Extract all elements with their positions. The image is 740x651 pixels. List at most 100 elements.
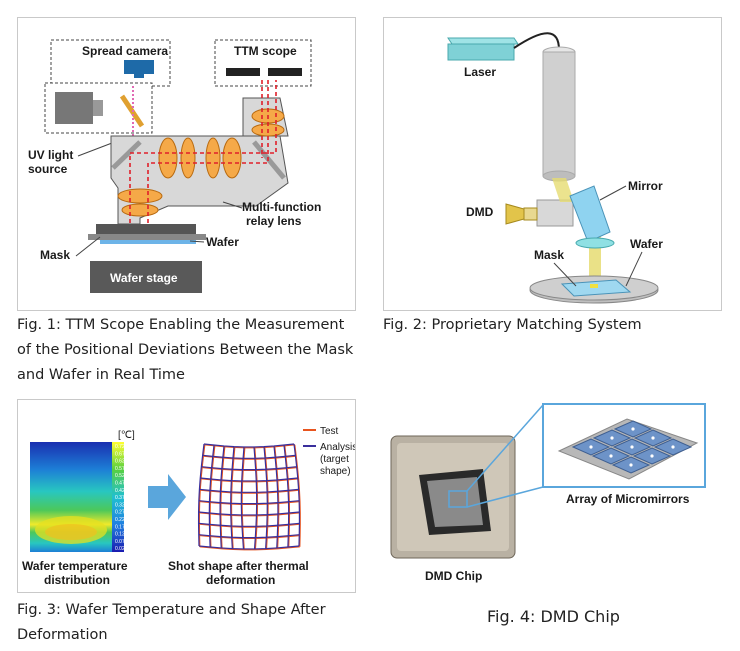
fig1-diagram: Spread camera TTM scope UV light source xyxy=(28,39,321,293)
fig3-legend-test: Test xyxy=(320,426,339,437)
grid-line xyxy=(293,443,301,547)
mirror-hinge xyxy=(610,436,614,440)
scale-tick-label: 0.625 xyxy=(115,459,128,465)
shot-shape-grid xyxy=(197,443,301,551)
grid-line xyxy=(200,489,300,494)
grid-line xyxy=(201,466,297,471)
grid-line xyxy=(199,512,301,517)
fig2-mask-label: Mask xyxy=(534,248,564,262)
scale-tick-label: 0.125 xyxy=(115,532,128,538)
ttm-sensor-right xyxy=(268,68,302,76)
grid-line xyxy=(274,446,280,549)
scale-tick-label: 0.375 xyxy=(115,495,128,501)
scale-tick-label: 0.075 xyxy=(115,539,128,545)
grid-line xyxy=(200,477,298,482)
relay-lens-1 xyxy=(158,137,178,179)
fig3-shot-label-1: Shot shape after thermal xyxy=(168,559,309,573)
grid-line xyxy=(198,511,300,516)
grid-line xyxy=(198,444,206,547)
fig2-wafer-label: Wafer xyxy=(630,237,663,251)
grid-line xyxy=(230,446,235,549)
mirror-hinge xyxy=(651,436,655,440)
fig3-temp-label-2: distribution xyxy=(44,573,110,587)
fig1-stage-label: Wafer stage xyxy=(110,271,178,285)
fig3-unit-label: [℃] xyxy=(118,430,135,441)
grid-line xyxy=(241,447,246,550)
mirror-hinge xyxy=(629,463,633,467)
fig2-panel: Laser DMD Mirror Mask Wafer xyxy=(383,17,722,311)
grid-line xyxy=(219,445,225,548)
relay-housing xyxy=(110,135,289,225)
grid-line xyxy=(253,446,258,549)
grid-line xyxy=(199,523,301,528)
fig3-temp-label-1: Wafer temperature xyxy=(22,559,128,573)
grid-line xyxy=(263,446,268,549)
fig1-uv-label-1: UV light xyxy=(28,148,73,162)
fig1-wafer-label: Wafer xyxy=(206,235,239,249)
mirror-hinge xyxy=(589,445,593,449)
relay-lens-2 xyxy=(180,137,196,179)
grid-line xyxy=(208,444,215,548)
fig4-array-label: Array of Micromirrors xyxy=(566,492,690,506)
scale-tick-label: 0.425 xyxy=(115,488,128,494)
grid-line xyxy=(198,522,300,527)
micromirror-array xyxy=(557,418,699,480)
grid-line xyxy=(199,534,301,540)
dmd-icon xyxy=(505,203,525,225)
fig3-legend-analysis-3: shape) xyxy=(320,466,351,477)
grid-line xyxy=(240,446,245,549)
fig1-wafer-icon xyxy=(100,240,196,244)
fig4-area: Array of Micromirrors DMD Chip xyxy=(383,399,723,599)
mirror-hinge xyxy=(631,427,635,431)
grid-line xyxy=(284,445,291,548)
scale-tick-label: 0.325 xyxy=(115,502,128,508)
optical-column xyxy=(542,51,576,177)
optical-path xyxy=(129,80,277,223)
fig1-relay-label-1: Multi-function xyxy=(242,200,321,214)
fig3-caption: Fig. 3: Wafer Temperature and Shape Afte… xyxy=(17,602,326,643)
fig4-diagram: Array of Micromirrors DMD Chip xyxy=(390,403,706,583)
grid-line xyxy=(202,454,296,459)
grid-line xyxy=(230,447,236,550)
mirror-hinge xyxy=(609,454,613,458)
grid-line xyxy=(200,478,299,483)
scale-tick-label: 0.475 xyxy=(115,481,128,487)
grid-line xyxy=(283,444,290,548)
ttm-sensor-left xyxy=(226,68,260,76)
mirror-hinge xyxy=(671,445,675,449)
mirror-icon xyxy=(569,185,611,243)
grid-line xyxy=(220,446,226,549)
wafer-stage xyxy=(90,261,202,293)
fig1-spread-camera-label: Spread camera xyxy=(82,44,168,58)
scale-tick-labels: 0.7250.6750.6250.5750.5250.4750.4250.375… xyxy=(115,444,128,552)
grid-line xyxy=(203,443,295,448)
grid-line xyxy=(199,488,299,493)
arrow-icon xyxy=(148,474,186,520)
scale-tick-label: 0.225 xyxy=(115,517,128,523)
relay-lens-3 xyxy=(205,137,221,179)
ttm-scope-box xyxy=(214,39,312,87)
fig2-laser-label: Laser xyxy=(464,65,496,79)
objective-lens-2 xyxy=(121,203,159,217)
scale-tick-label: 0.675 xyxy=(115,451,128,457)
fig3-shot-label-2: deformation xyxy=(206,573,275,587)
grid-line xyxy=(209,445,216,548)
fig4-caption: Fig. 4: DMD Chip xyxy=(487,607,620,626)
fiber-cable xyxy=(513,32,560,51)
fig3-legend-analysis-1: Analysis xyxy=(320,442,355,453)
dmd-housing xyxy=(536,199,574,227)
fig2-dmd-label: DMD xyxy=(466,205,494,219)
fig3-legend-analysis-2: (target xyxy=(320,454,349,465)
grid-line xyxy=(294,444,301,547)
grid-line xyxy=(198,545,300,550)
scale-tick-label: 0.725 xyxy=(115,444,128,450)
fig1-ttm-scope-label: TTM scope xyxy=(234,44,297,58)
zoom-region xyxy=(448,490,468,508)
grid-line xyxy=(254,447,259,550)
grid-line xyxy=(203,455,297,460)
fig1-relay-label-2: relay lens xyxy=(246,214,302,228)
laser-icon xyxy=(447,43,515,61)
mirror-hinge xyxy=(650,454,654,458)
objective-lens-1 xyxy=(117,188,163,204)
